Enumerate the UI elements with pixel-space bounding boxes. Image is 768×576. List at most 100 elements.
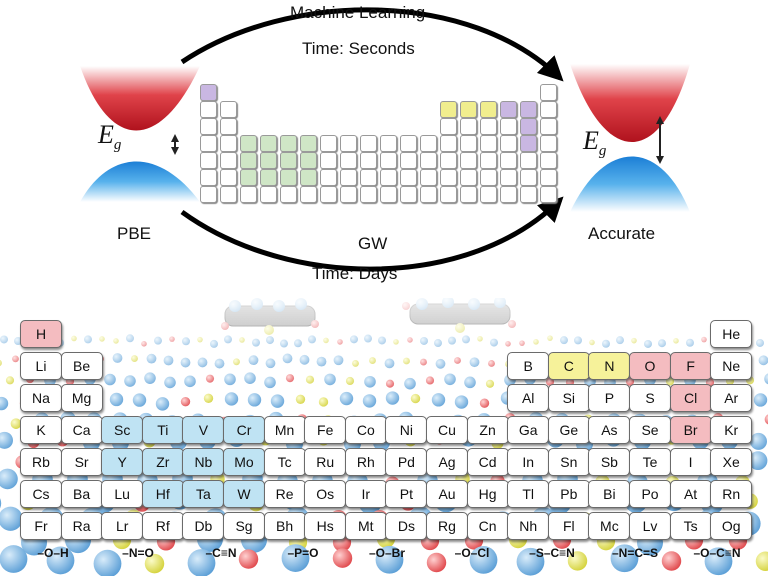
mini-table-cell <box>460 186 477 203</box>
mini-table-cell <box>320 152 337 169</box>
element-in: In <box>507 448 550 476</box>
ml-arrow <box>180 7 564 82</box>
element-cu: Cu <box>426 416 468 444</box>
pbe-valence-band <box>80 161 200 202</box>
element-bi: Bi <box>588 480 631 508</box>
mini-table-cell <box>480 135 497 152</box>
termination-group: –O–Br <box>368 546 406 560</box>
element-rb: Rb <box>20 448 62 476</box>
element-ca: Ca <box>60 416 103 444</box>
mini-table-cell <box>240 169 257 186</box>
element-nb: Nb <box>182 448 225 476</box>
mini-table-cell <box>420 186 437 203</box>
mini-table-cell <box>360 169 377 186</box>
termination-group: –O–Cl <box>454 546 490 560</box>
mini-table-cell <box>200 169 217 186</box>
mini-table-cell <box>420 169 437 186</box>
mini-table-cell <box>220 186 237 203</box>
mini-table-cell <box>320 169 337 186</box>
mini-table-cell <box>520 118 537 135</box>
mini-table-cell <box>280 135 297 152</box>
mini-table-cell <box>540 186 557 203</box>
element-n: N <box>588 352 631 380</box>
mini-table-cell <box>420 135 437 152</box>
element-h: H <box>20 320 62 348</box>
element-ar: Ar <box>710 384 753 412</box>
mini-table-cell <box>460 152 477 169</box>
element-s: S <box>629 384 671 412</box>
mini-table-cell <box>460 118 477 135</box>
element-b: B <box>507 352 550 380</box>
element-he: He <box>710 320 753 348</box>
element-nh: Nh <box>507 512 550 540</box>
element-si: Si <box>547 384 590 412</box>
mini-table-cell <box>340 169 357 186</box>
element-po: Po <box>629 480 671 508</box>
mini-table-cell <box>440 169 457 186</box>
mini-table-cell <box>460 101 477 118</box>
mini-table-cell <box>540 84 557 101</box>
element-ra: Ra <box>60 512 103 540</box>
mini-table-cell <box>380 152 397 169</box>
mini-table-cell <box>440 101 457 118</box>
element-ir: Ir <box>344 480 387 508</box>
element-na: Na <box>20 384 62 412</box>
element-fe: Fe <box>304 416 347 444</box>
mini-table-cell <box>440 186 457 203</box>
mini-table-cell <box>540 118 557 135</box>
gap-symbol: E <box>98 120 114 149</box>
mini-table-cell <box>380 135 397 152</box>
element-p: P <box>588 384 631 412</box>
mini-table-cell <box>500 135 517 152</box>
element-ta: Ta <box>182 480 225 508</box>
element-cl: Cl <box>669 384 712 412</box>
element-cs: Cs <box>20 480 62 508</box>
accurate-valence-band <box>570 156 690 212</box>
termination-group: –P=O <box>287 546 319 560</box>
element-ag: Ag <box>426 448 468 476</box>
mini-table-cell <box>500 101 517 118</box>
mini-table-cell <box>440 118 457 135</box>
gap-subscript: g <box>113 137 122 154</box>
mini-table-cell <box>540 101 557 118</box>
termination-group: –S–C≡N <box>529 546 575 560</box>
element-mo: Mo <box>223 448 265 476</box>
pbe-band-gap-label: Eg <box>98 120 121 154</box>
element-sb: Sb <box>588 448 631 476</box>
termination-group: –O–C≡N <box>693 546 741 560</box>
mini-table-cell <box>220 101 237 118</box>
element-pt: Pt <box>385 480 428 508</box>
mini-table-cell <box>500 152 517 169</box>
element-al: Al <box>507 384 550 412</box>
mini-table-cell <box>300 186 317 203</box>
element-k: K <box>20 416 62 444</box>
element-sn: Sn <box>547 448 590 476</box>
element-hf: Hf <box>141 480 184 508</box>
element-ts: Ts <box>669 512 712 540</box>
ml-label: Machine Learning <box>290 3 426 22</box>
termination-group: –N=O <box>122 546 154 560</box>
element-tc: Tc <box>263 448 306 476</box>
element-ds: Ds <box>385 512 428 540</box>
termination-group: –C≡N <box>205 546 237 560</box>
mini-table-cell <box>260 169 277 186</box>
mini-table-cell <box>400 152 417 169</box>
element-te: Te <box>629 448 671 476</box>
mini-table-cell <box>480 152 497 169</box>
element-tl: Tl <box>507 480 550 508</box>
mini-table-cell <box>400 169 417 186</box>
mini-table-cell <box>340 135 357 152</box>
element-co: Co <box>344 416 387 444</box>
mini-periodic-table <box>200 84 560 204</box>
element-ti: Ti <box>141 416 184 444</box>
element-hs: Hs <box>304 512 347 540</box>
gw-arrow <box>180 196 564 272</box>
element-zn: Zn <box>466 416 509 444</box>
element-mc: Mc <box>588 512 631 540</box>
mini-table-cell <box>540 169 557 186</box>
mini-table-cell <box>420 152 437 169</box>
pbe-label: PBE <box>117 224 152 243</box>
element-mn: Mn <box>263 416 306 444</box>
gw-time-label: Time: Days <box>312 264 398 283</box>
element-rf: Rf <box>141 512 184 540</box>
